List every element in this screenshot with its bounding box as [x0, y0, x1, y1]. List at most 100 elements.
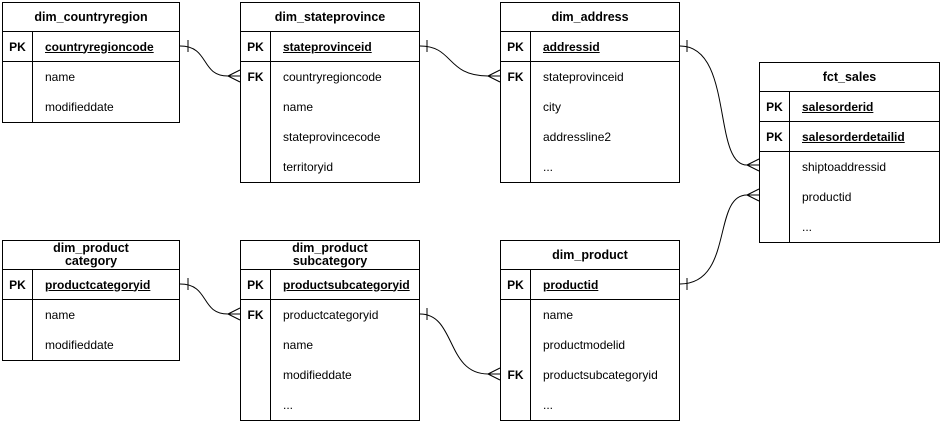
- table-row: ...: [501, 390, 679, 420]
- key-cell: [241, 122, 271, 152]
- table-row: PK productcategoryid: [3, 270, 179, 300]
- field-name: shiptoaddressid: [802, 160, 887, 174]
- table-row: productmodelid: [501, 330, 679, 360]
- fk-badge: FK: [241, 62, 271, 92]
- field-name: stateprovincecode: [283, 130, 381, 144]
- pk-badge: PK: [760, 92, 790, 121]
- table-row: PK productsubcategoryid: [241, 270, 419, 300]
- key-cell: [3, 300, 33, 330]
- pk-badge: PK: [501, 32, 531, 61]
- table-row: name: [501, 300, 679, 330]
- table-row: modifieddate: [3, 330, 179, 360]
- table-row: modifieddate: [3, 92, 179, 122]
- table-row: FK productcategoryid: [241, 300, 419, 330]
- table-title-text: dim_stateprovince: [274, 9, 386, 24]
- table-row: addressline2: [501, 122, 679, 152]
- table-title-text: dim_product: [53, 241, 129, 255]
- key-cell: [760, 152, 790, 182]
- table-fct-sales: fct_sales PK salesorderid PK salesorderd…: [759, 62, 940, 243]
- table-row: name: [3, 300, 179, 330]
- table-row: modifieddate: [241, 360, 419, 390]
- table-row: PK stateprovinceid: [241, 32, 419, 62]
- key-cell: [3, 92, 33, 122]
- table-row: city: [501, 92, 679, 122]
- table-row: ...: [241, 390, 419, 420]
- field-name: productsubcategoryid: [543, 368, 658, 382]
- crow-foot-icon: [487, 367, 501, 381]
- table-title: dim_stateprovince: [241, 3, 419, 32]
- table-row: shiptoaddressid: [760, 152, 939, 182]
- table-dim-product-category: dim_product category PK productcategoryi…: [2, 240, 180, 361]
- fk-badge: FK: [501, 62, 531, 92]
- table-title-text: dim_address: [551, 9, 629, 24]
- field-name: name: [45, 308, 76, 322]
- crow-foot-icon: [746, 158, 760, 172]
- pk-badge: PK: [241, 32, 271, 61]
- relation-stateprovince-address: [419, 40, 501, 83]
- field-name: productid: [543, 277, 599, 292]
- pk-badge: PK: [241, 270, 271, 299]
- field-name: productmodelid: [543, 338, 626, 352]
- field-name: productcategoryid: [283, 308, 379, 322]
- key-cell: [501, 92, 531, 122]
- field-name: ...: [283, 398, 294, 412]
- field-name: territoryid: [283, 160, 334, 174]
- key-cell: [241, 92, 271, 122]
- key-cell: [241, 390, 271, 420]
- field-name: countryregioncode: [45, 39, 154, 54]
- table-row: PK addressid: [501, 32, 679, 62]
- field-name: ...: [802, 220, 813, 234]
- table-title-text: fct_sales: [822, 69, 877, 84]
- key-cell: [501, 330, 531, 360]
- field-name: name: [283, 338, 314, 352]
- pk-badge: PK: [501, 270, 531, 299]
- fk-badge: FK: [501, 360, 531, 390]
- field-name: name: [45, 70, 76, 84]
- table-row: PK salesorderid: [760, 92, 939, 122]
- key-cell: [241, 330, 271, 360]
- fk-badge: FK: [241, 300, 271, 330]
- field-name: stateprovinceid: [283, 39, 372, 54]
- key-cell: [3, 330, 33, 360]
- field-name: ...: [543, 160, 554, 174]
- table-title-text: dim_product: [292, 241, 368, 255]
- table-row: name: [3, 62, 179, 92]
- table-title: dim_product: [501, 241, 679, 270]
- pk-badge: PK: [3, 32, 33, 61]
- field-name: modifieddate: [45, 338, 114, 352]
- relation-product-fctsales: [679, 188, 760, 290]
- key-cell: [501, 390, 531, 420]
- field-name: addressline2: [543, 130, 612, 144]
- key-cell: [501, 152, 531, 182]
- table-title: dim_product subcategory: [241, 241, 419, 270]
- key-cell: [241, 360, 271, 390]
- relation-countryregion-stateprovince: [179, 40, 241, 83]
- field-name: salesorderid: [802, 99, 874, 114]
- relation-productcategory-productsubcategory: [179, 278, 241, 321]
- pk-badge: PK: [3, 270, 33, 299]
- table-row: ...: [760, 212, 939, 242]
- table-dim-address: dim_address PK addressid FK stateprovinc…: [500, 2, 680, 183]
- table-row: ...: [501, 152, 679, 182]
- table-title: dim_countryregion: [3, 3, 179, 32]
- field-name: salesorderdetailid: [802, 129, 905, 144]
- relation-address-fctsales: [679, 40, 760, 172]
- table-row: territoryid: [241, 152, 419, 182]
- table-title: fct_sales: [760, 63, 939, 92]
- field-name: addressid: [543, 39, 600, 54]
- field-name: countryregioncode: [283, 70, 382, 84]
- table-row: PK countryregioncode: [3, 32, 179, 62]
- field-name: productid: [802, 190, 852, 204]
- table-row: FK countryregioncode: [241, 62, 419, 92]
- table-row: FK stateprovinceid: [501, 62, 679, 92]
- relation-productsubcategory-product: [419, 308, 501, 381]
- table-row: FK productsubcategoryid: [501, 360, 679, 390]
- key-cell: [760, 212, 790, 242]
- key-cell: [501, 300, 531, 330]
- crow-foot-icon: [746, 188, 760, 202]
- table-title-text: category: [64, 254, 118, 268]
- table-title-text: dim_countryregion: [34, 9, 148, 24]
- table-dim-stateprovince: dim_stateprovince PK stateprovinceid FK …: [240, 2, 420, 183]
- crow-foot-icon: [487, 69, 501, 83]
